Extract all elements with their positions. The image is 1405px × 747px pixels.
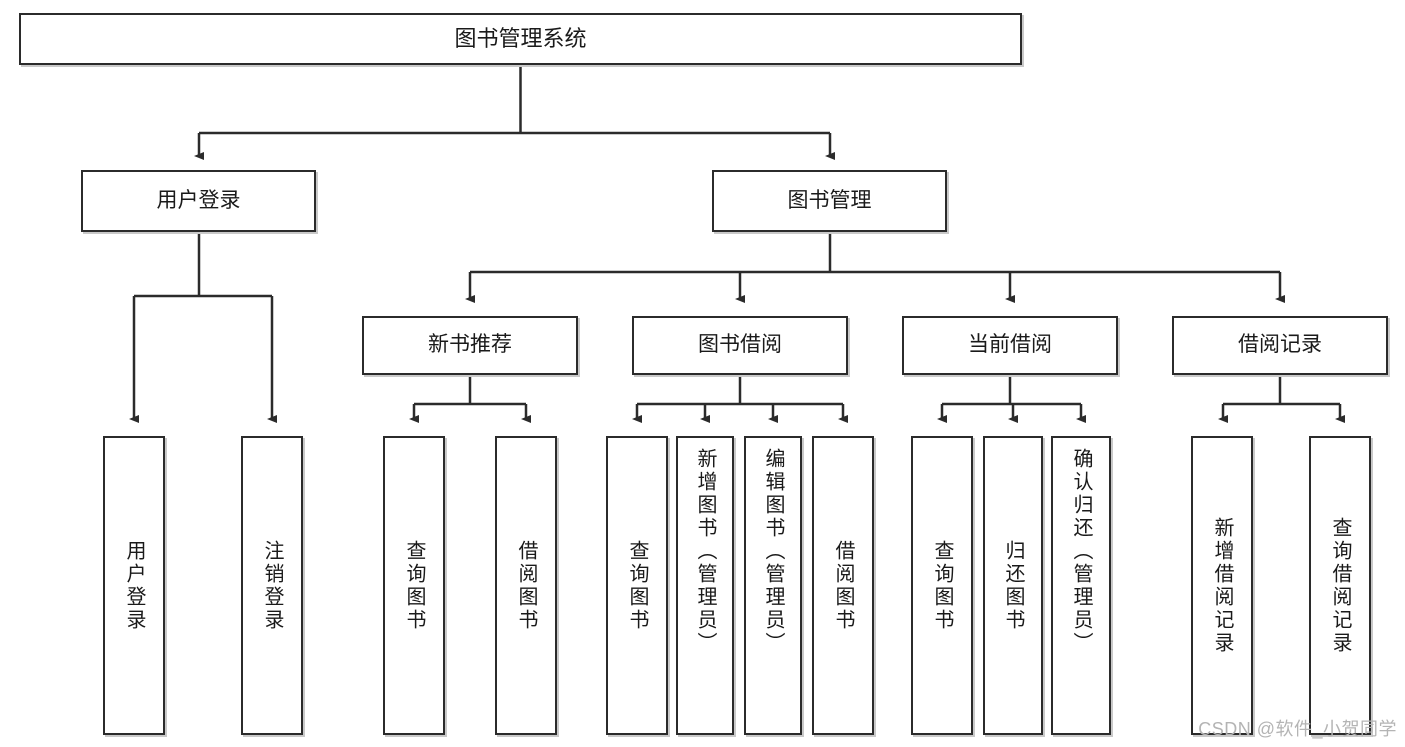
node-label: 图书管理系统 xyxy=(454,26,587,52)
leaf-borrow-record-add-record[interactable]: 新增借阅记录 xyxy=(1191,436,1253,735)
node-label: 查询图书 xyxy=(626,539,648,632)
node-book-borrow[interactable]: 图书借阅 xyxy=(632,316,848,375)
leaf-book-borrow-query-book[interactable]: 查询图书 xyxy=(606,436,668,735)
leaf-new-book-query-book[interactable]: 查询图书 xyxy=(383,436,445,735)
leaf-current-borrow-return-book[interactable]: 归还图书 xyxy=(983,436,1043,735)
node-label: 查询借阅记录 xyxy=(1329,516,1351,655)
node-label: 归还图书 xyxy=(1002,539,1024,632)
leaf-current-borrow-query-book[interactable]: 查询图书 xyxy=(911,436,973,735)
node-current-borrow[interactable]: 当前借阅 xyxy=(902,316,1118,375)
node-label: 借阅图书 xyxy=(515,539,537,632)
leaf-current-borrow-confirm-return[interactable]: 确认归还（管理员） xyxy=(1051,436,1111,735)
node-book-management[interactable]: 图书管理 xyxy=(712,170,947,232)
node-label: 用户登录 xyxy=(123,539,145,632)
node-label: 图书借阅 xyxy=(698,333,782,357)
node-label: 编辑图书（管理员） xyxy=(762,448,784,655)
node-label: 新书推荐 xyxy=(428,333,512,357)
node-label: 新增借阅记录 xyxy=(1211,516,1233,655)
node-label: 用户登录 xyxy=(156,188,241,212)
node-label: 注销登录 xyxy=(261,539,283,632)
node-label: 确认归还（管理员） xyxy=(1070,448,1092,655)
leaf-borrow-record-query-record[interactable]: 查询借阅记录 xyxy=(1309,436,1371,735)
node-user-login[interactable]: 用户登录 xyxy=(81,170,316,232)
csdn-watermark: CSDN @软件_小贺同学 xyxy=(1198,719,1397,739)
node-new-book-recommend[interactable]: 新书推荐 xyxy=(362,316,578,375)
node-label: 借阅图书 xyxy=(832,539,854,632)
leaf-user-login-logout[interactable]: 注销登录 xyxy=(241,436,303,735)
node-label: 查询图书 xyxy=(403,539,425,632)
leaf-book-borrow-borrow-book[interactable]: 借阅图书 xyxy=(812,436,874,735)
node-label: 图书管理 xyxy=(787,188,872,212)
leaf-book-borrow-edit-book[interactable]: 编辑图书（管理员） xyxy=(744,436,802,735)
node-borrow-record[interactable]: 借阅记录 xyxy=(1172,316,1388,375)
leaf-user-login-login[interactable]: 用户登录 xyxy=(103,436,165,735)
leaf-new-book-borrow-book[interactable]: 借阅图书 xyxy=(495,436,557,735)
node-label: 当前借阅 xyxy=(968,333,1052,357)
node-label: 新增图书（管理员） xyxy=(694,448,716,655)
node-label: 查询图书 xyxy=(931,539,953,632)
leaf-book-borrow-add-book[interactable]: 新增图书（管理员） xyxy=(676,436,734,735)
node-root-system[interactable]: 图书管理系统 xyxy=(19,13,1022,65)
node-label: 借阅记录 xyxy=(1238,333,1322,357)
